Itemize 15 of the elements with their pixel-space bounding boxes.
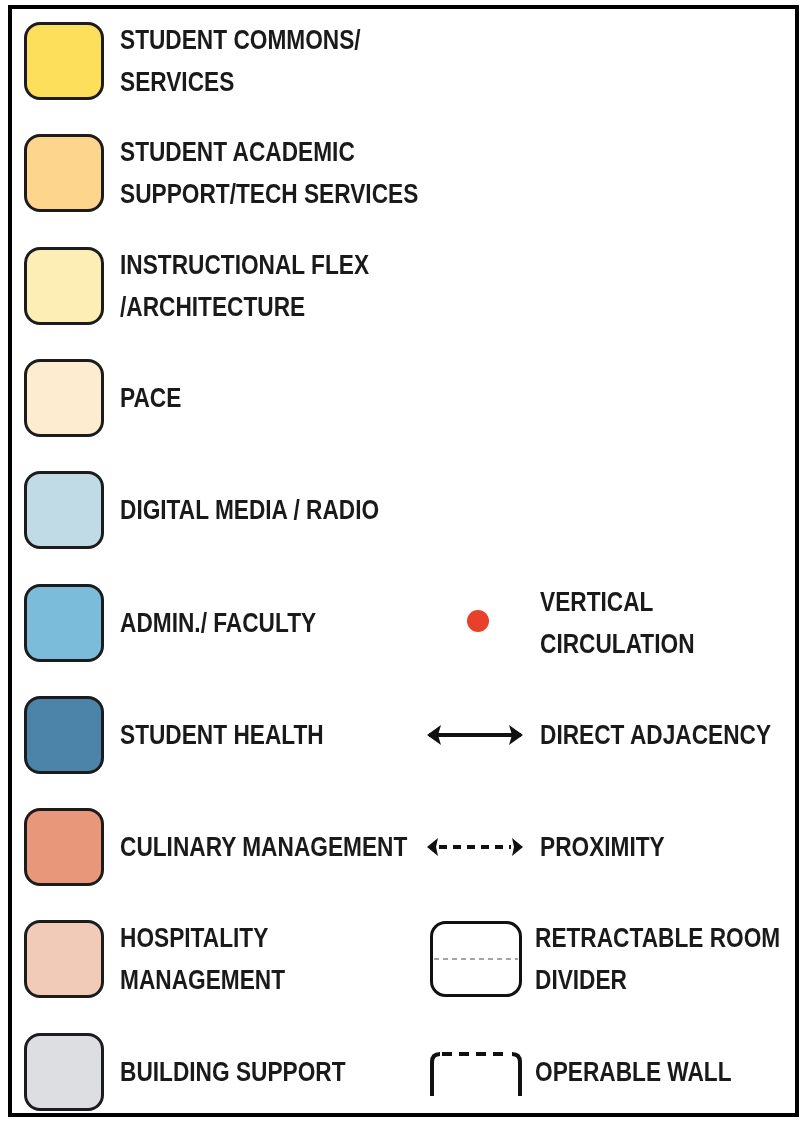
legend-label: BUILDING SUPPORT [120,1055,347,1089]
legend-label: STUDENT COMMONS/ SERVICES [120,24,362,99]
legend-label: OPERABLE WALL [535,1055,733,1089]
legend-label: DIRECT ADJACENCY [540,718,773,752]
legend-label: CULINARY MANAGEMENT [120,831,409,865]
legend-label: STUDENT HEALTH [120,718,325,752]
legend-label: PACE [120,381,183,415]
legend-label: DIGITAL MEDIA / RADIO [120,494,381,528]
legend-label: STUDENT ACADEMIC SUPPORT/TECH SERVICES [120,136,420,212]
legend-label: HOSPITALITY MANAGEMENT [120,922,287,998]
legend-label: VERTICAL CIRCULATION [540,585,696,661]
legend-label: INSTRUCTIONAL FLEX /ARCHITECTURE [120,248,371,324]
legend-label: RETRACTABLE ROOM DIVIDER [535,922,782,998]
legend-label: PROXIMITY [540,831,666,865]
legend-label: ADMIN./ FACULTY [120,606,318,640]
